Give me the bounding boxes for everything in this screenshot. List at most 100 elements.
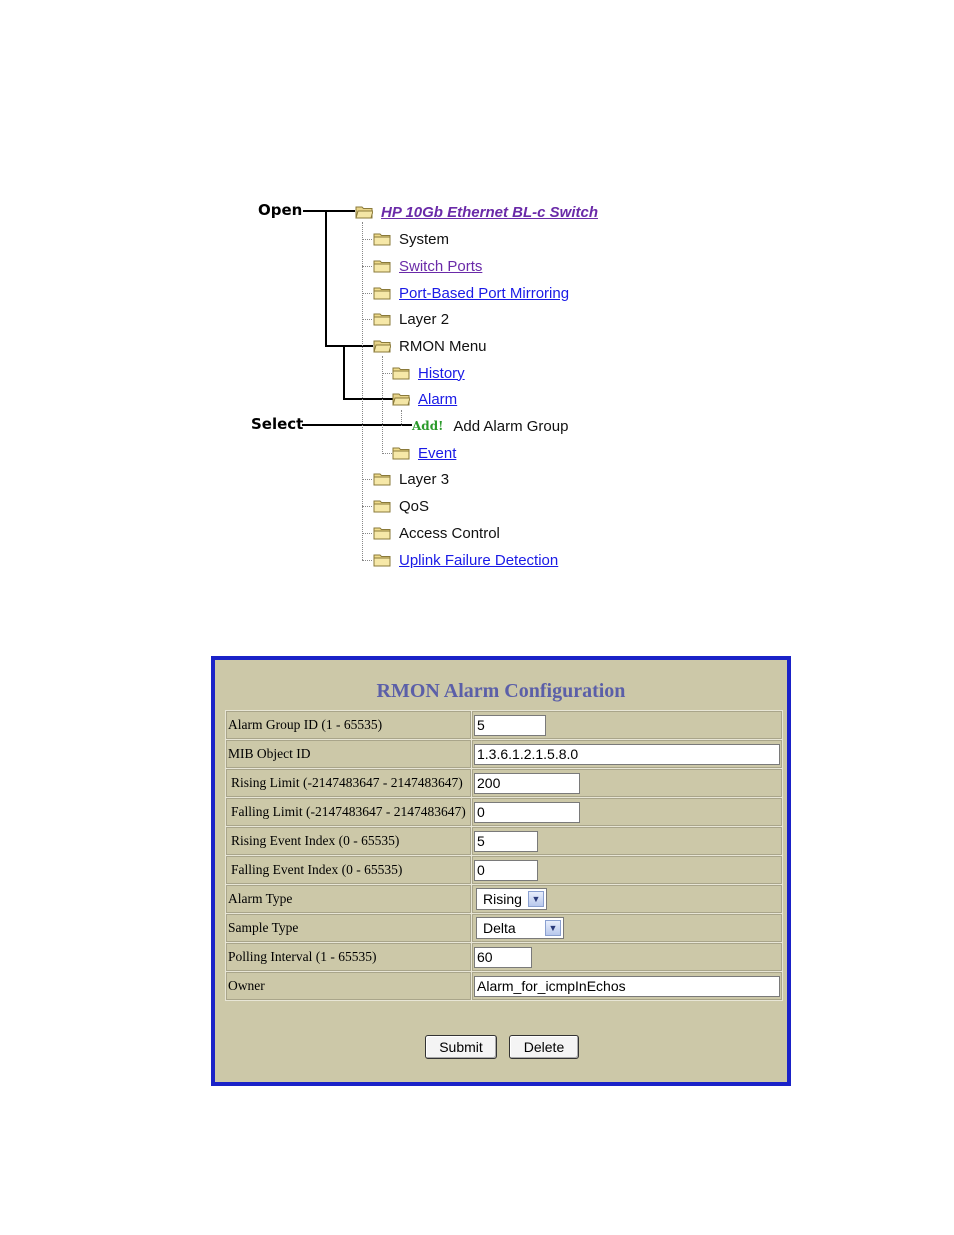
- panel-title: RMON Alarm Configuration: [376, 680, 626, 702]
- folder-icon: [373, 260, 391, 273]
- chevron-down-icon[interactable]: ▼: [545, 920, 561, 936]
- folder-icon: [373, 233, 391, 246]
- sample-type-select[interactable]: Delta ▼: [476, 917, 564, 939]
- rmon-alarm-config-panel: RMON Alarm Configuration Alarm Group ID …: [211, 656, 791, 1086]
- polling-interval-label: Polling Interval (1 - 65535): [225, 942, 472, 972]
- folder-icon: [373, 527, 391, 540]
- mib-object-id-input[interactable]: 1.3.6.1.2.1.5.8.0: [474, 743, 780, 765]
- open-folder-icon: [355, 206, 373, 219]
- tree-item-label: Layer 3: [399, 470, 450, 488]
- value-cell: 5: [471, 826, 783, 856]
- rising-event-index-input[interactable]: 5: [474, 830, 538, 852]
- tree-item-port-mirroring[interactable]: Port-Based Port Mirroring: [373, 283, 569, 303]
- sample-type-value: Delta: [483, 920, 516, 936]
- tree-connector: [382, 373, 392, 374]
- alarm-type-value: Rising: [483, 891, 522, 907]
- tree-item-label[interactable]: Alarm: [418, 390, 458, 408]
- tree-connector: [362, 239, 372, 240]
- tree-item-uplink-failure[interactable]: Uplink Failure Detection: [373, 550, 558, 570]
- tree-item-history[interactable]: History: [392, 363, 465, 383]
- tree-item-qos[interactable]: QoS: [373, 496, 429, 516]
- table-row: Falling Limit (-2147483647 - 2147483647)…: [225, 797, 783, 827]
- open-line-rmon: [325, 345, 373, 347]
- tree-connector: [362, 222, 363, 560]
- open-line-v: [325, 210, 327, 346]
- value-cell: Alarm_for_icmpInEchos: [471, 971, 783, 1001]
- open-line-alarm: [343, 398, 393, 400]
- add-icon: Add!: [412, 419, 444, 433]
- tree-item-label[interactable]: Uplink Failure Detection: [399, 551, 559, 569]
- table-row: Alarm Type Rising ▼: [225, 884, 783, 914]
- chevron-down-icon[interactable]: ▼: [527, 891, 544, 907]
- rising-limit-input[interactable]: 200: [474, 772, 580, 794]
- tree-item-label[interactable]: Switch Ports: [399, 257, 483, 275]
- tree-item-label: QoS: [399, 497, 430, 515]
- tree-item-label[interactable]: Add Alarm Group: [453, 417, 569, 435]
- tree-connector: [362, 293, 372, 294]
- falling-limit-label: Falling Limit (-2147483647 - 2147483647): [225, 797, 472, 827]
- tree-item-label[interactable]: Event: [418, 444, 457, 462]
- tree-item-add-alarm-group[interactable]: Add! Add Alarm Group: [412, 416, 568, 436]
- folder-icon: [373, 473, 391, 486]
- tree-item-layer3[interactable]: Layer 3: [373, 469, 449, 489]
- value-cell: Rising ▼: [471, 884, 783, 914]
- tree-connector: [382, 356, 383, 454]
- tree-item-rmon-menu[interactable]: RMON Menu: [373, 336, 487, 356]
- tree-connector: [362, 560, 372, 561]
- tree-root-label[interactable]: HP 10Gb Ethernet BL-c Switch: [381, 203, 598, 221]
- folder-icon: [373, 287, 391, 300]
- tree-connector: [382, 453, 392, 454]
- owner-input[interactable]: Alarm_for_icmpInEchos: [474, 975, 780, 997]
- tree-connector: [362, 506, 372, 507]
- folder-icon: [373, 500, 391, 513]
- tree-connector: [362, 266, 372, 267]
- rising-event-index-label: Rising Event Index (0 - 65535): [225, 826, 472, 856]
- value-cell: 1.3.6.1.2.1.5.8.0: [471, 739, 783, 769]
- table-row: Rising Event Index (0 - 65535) 5: [225, 826, 783, 856]
- tree-item-layer2[interactable]: Layer 2: [373, 309, 449, 329]
- config-table: Alarm Group ID (1 - 65535) 5 MIB Object …: [225, 710, 783, 1001]
- table-row: Rising Limit (-2147483647 - 2147483647) …: [225, 768, 783, 798]
- table-row: Falling Event Index (0 - 65535) 0: [225, 855, 783, 885]
- tree-item-system[interactable]: System: [373, 229, 449, 249]
- tree-item-label: Layer 2: [399, 310, 450, 328]
- tree-connector: [362, 533, 372, 534]
- value-cell: 200: [471, 768, 783, 798]
- alarm-group-id-label: Alarm Group ID (1 - 65535): [225, 710, 472, 740]
- falling-event-index-label: Falling Event Index (0 - 65535): [225, 855, 472, 885]
- alarm-type-label: Alarm Type: [225, 884, 472, 914]
- alarm-group-id-input[interactable]: 5: [474, 714, 546, 736]
- value-cell: 0: [471, 797, 783, 827]
- table-row: MIB Object ID 1.3.6.1.2.1.5.8.0: [225, 739, 783, 769]
- tree-item-alarm[interactable]: Alarm: [392, 389, 457, 409]
- tree-item-label[interactable]: History: [418, 364, 465, 382]
- tree-item-access-control[interactable]: Access Control: [373, 523, 500, 543]
- tree-root[interactable]: HP 10Gb Ethernet BL-c Switch: [355, 202, 598, 222]
- open-callout: Open: [258, 201, 303, 219]
- open-folder-icon: [392, 393, 410, 406]
- tree-item-label: Access Control: [399, 524, 500, 542]
- table-row: Alarm Group ID (1 - 65535) 5: [225, 710, 783, 740]
- alarm-type-select[interactable]: Rising ▼: [476, 888, 547, 910]
- falling-limit-input[interactable]: 0: [474, 801, 580, 823]
- value-cell: Delta ▼: [471, 913, 783, 943]
- tree-item-label[interactable]: Port-Based Port Mirroring: [399, 284, 570, 302]
- folder-icon: [373, 554, 391, 567]
- submit-button[interactable]: Submit: [425, 1035, 497, 1059]
- tree-connector: [362, 479, 372, 480]
- falling-event-index-input[interactable]: 0: [474, 859, 538, 881]
- tree-item-switch-ports[interactable]: Switch Ports: [373, 256, 482, 276]
- table-row: Sample Type Delta ▼: [225, 913, 783, 943]
- polling-interval-input[interactable]: 60: [474, 946, 532, 968]
- folder-icon: [373, 313, 391, 326]
- value-cell: 5: [471, 710, 783, 740]
- delete-button[interactable]: Delete: [509, 1035, 579, 1059]
- tree-connector: [401, 410, 402, 426]
- tree-item-label: System: [399, 230, 450, 248]
- owner-label: Owner: [225, 971, 472, 1001]
- table-row: Polling Interval (1 - 65535) 60: [225, 942, 783, 972]
- open-line-h: [303, 210, 355, 212]
- rising-limit-label: Rising Limit (-2147483647 - 2147483647): [225, 768, 472, 798]
- value-cell: 60: [471, 942, 783, 972]
- tree-item-event[interactable]: Event: [392, 443, 456, 463]
